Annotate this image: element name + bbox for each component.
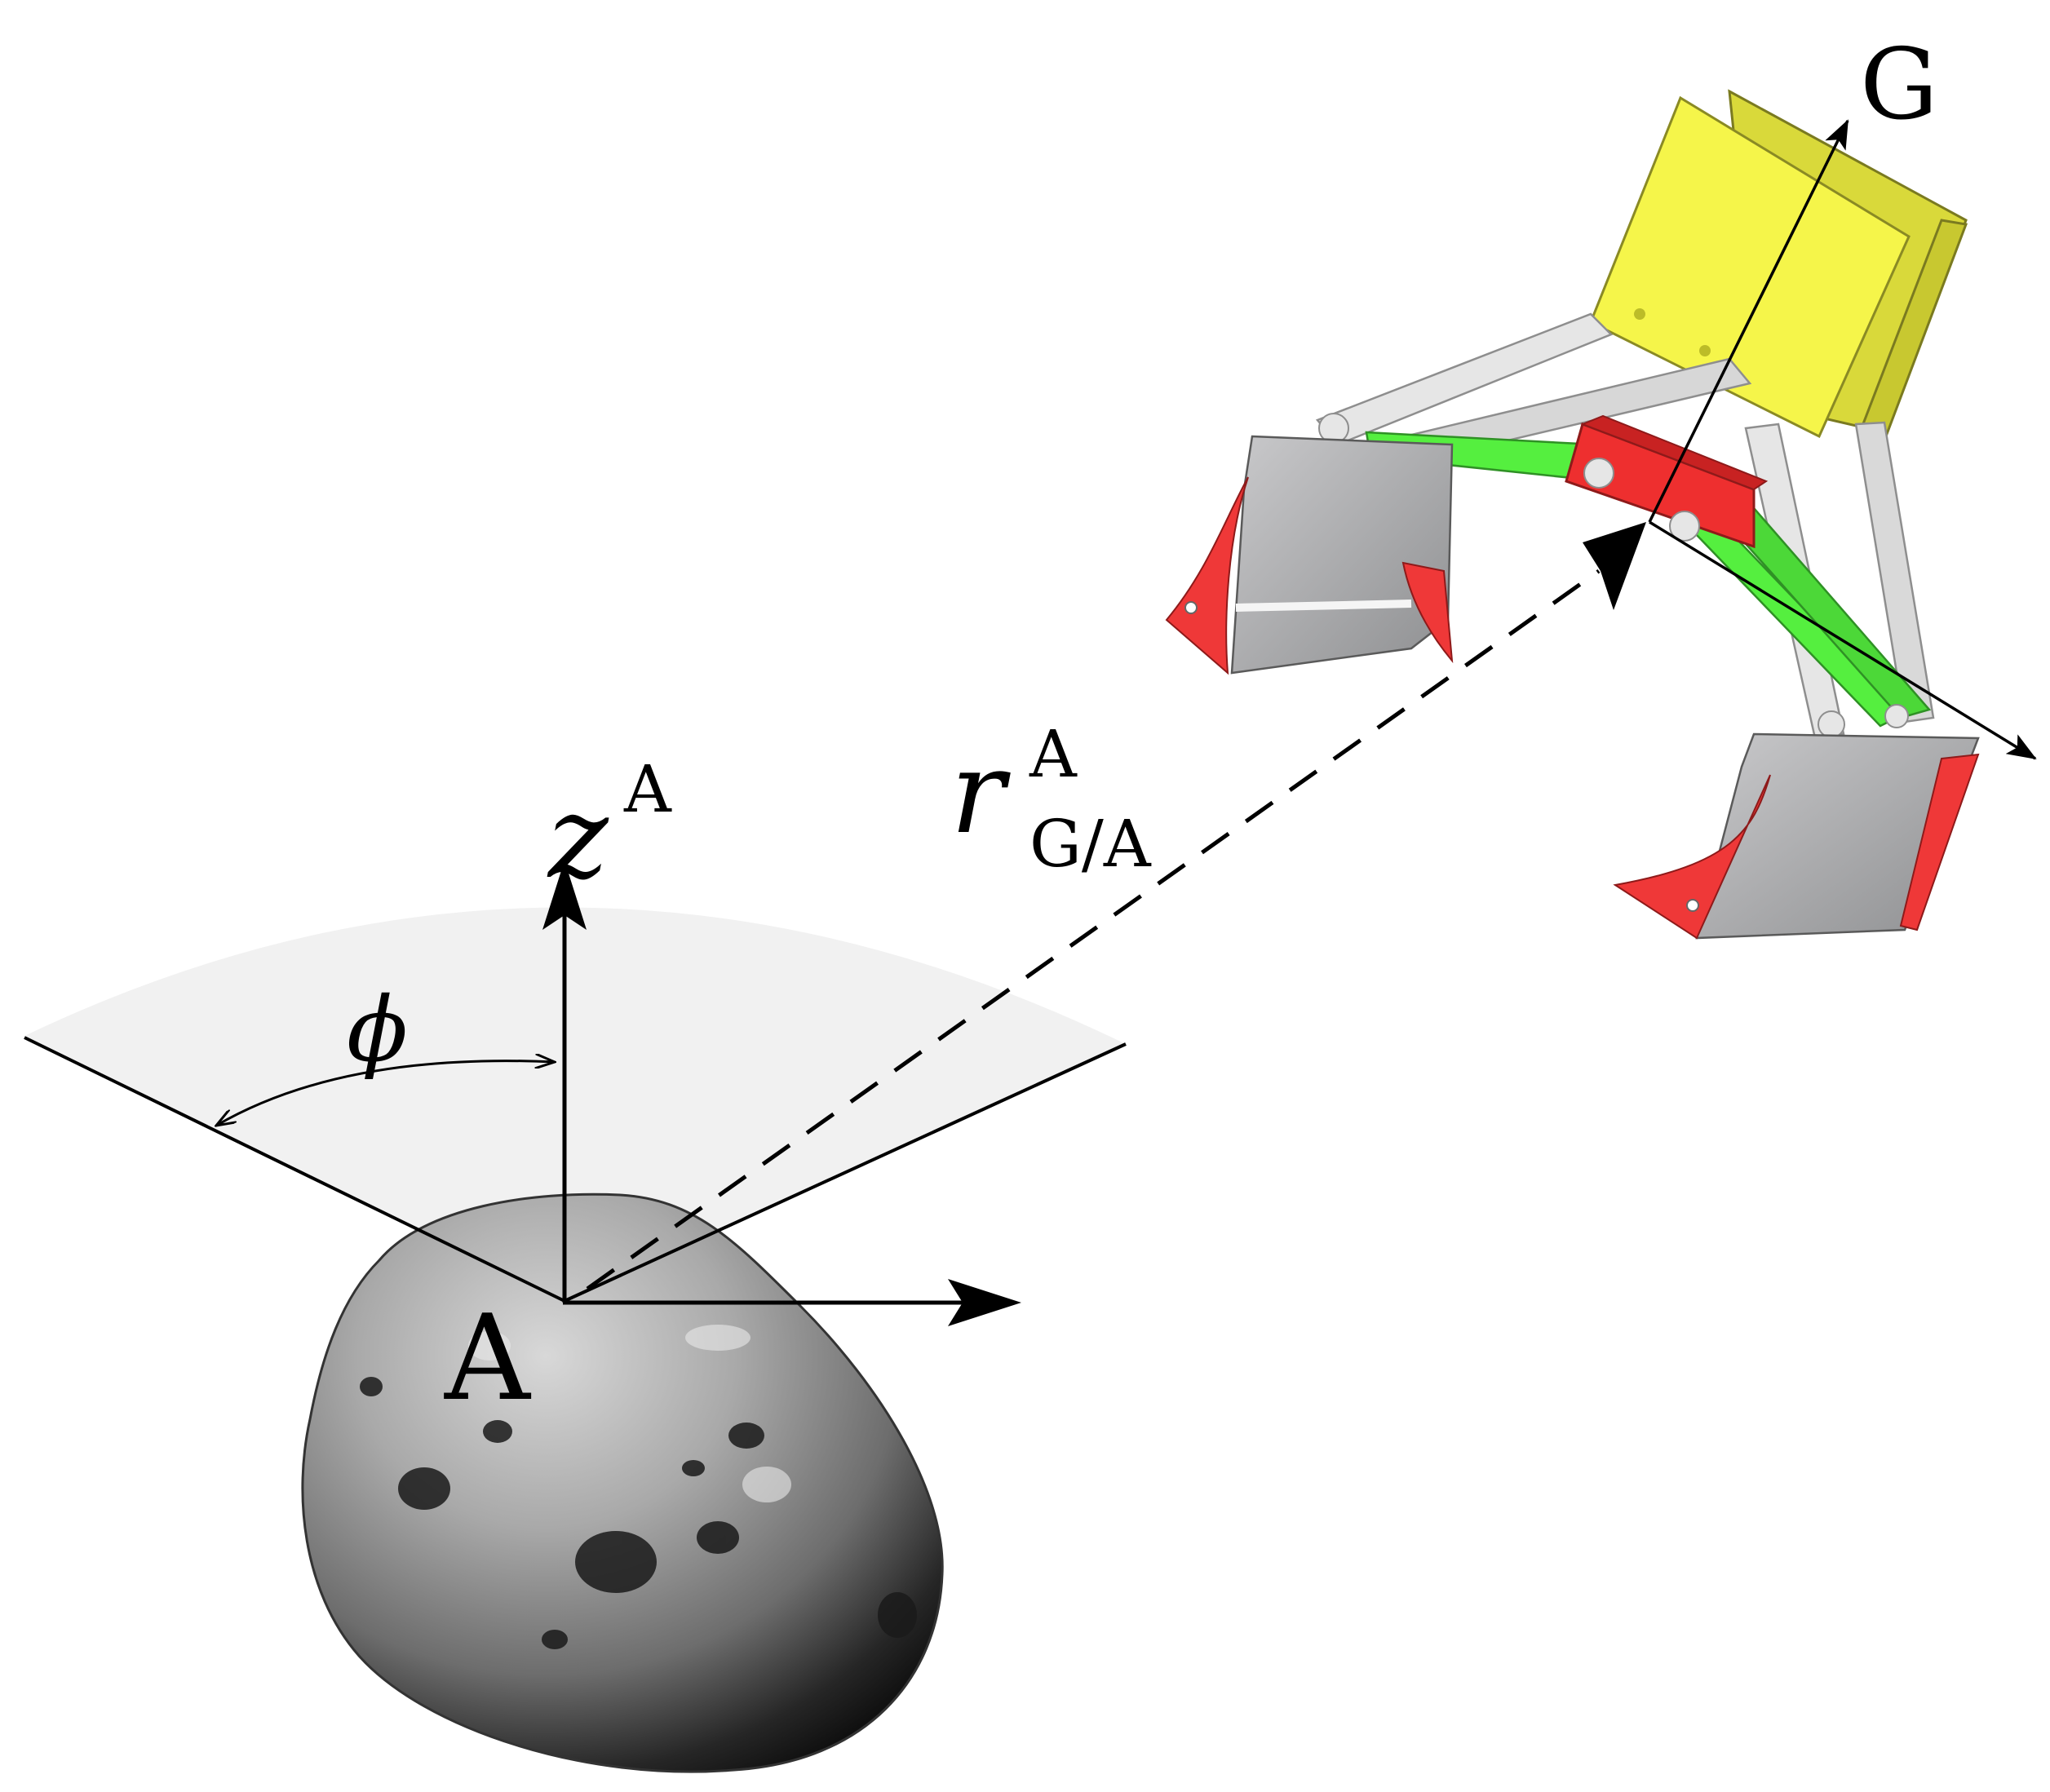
gripper — [1165, 89, 1980, 940]
crater — [878, 1592, 917, 1638]
g-axis-vertical — [1648, 119, 1849, 523]
cone-edge-left — [24, 1036, 565, 1303]
bolt — [1634, 308, 1645, 320]
z-axis-arrowhead — [542, 861, 587, 930]
bolt — [1184, 601, 1198, 614]
gripper-tip-right — [1613, 774, 1771, 940]
angle-arc — [216, 1061, 555, 1126]
angle-cone — [24, 907, 1126, 1301]
gripper-tip-right — [1899, 753, 1980, 931]
position-vector-arrowhead — [1583, 522, 1646, 610]
label-z-axis: z A — [547, 751, 672, 905]
bolt — [1699, 345, 1711, 356]
joint — [1884, 704, 1909, 728]
gripper-bucket-left — [1230, 435, 1454, 675]
joint — [1583, 458, 1614, 489]
g-axis-horizontal — [1649, 520, 2037, 760]
crater — [728, 1423, 764, 1449]
crater — [542, 1630, 568, 1649]
joint — [1818, 710, 1845, 738]
gripper-body-front — [1589, 95, 1911, 439]
label-vector-sup: A — [1029, 716, 1078, 792]
crater — [398, 1467, 450, 1510]
position-vector — [586, 569, 1601, 1291]
cone-edge-right — [564, 1042, 1127, 1303]
joint — [1669, 511, 1700, 542]
crater — [575, 1531, 657, 1593]
gripper-tip-left — [1401, 561, 1454, 664]
label-vector-sub: G/A — [1029, 806, 1152, 882]
bolt — [1686, 899, 1699, 912]
crater — [697, 1521, 739, 1554]
label-origin: A — [444, 1290, 532, 1427]
label-angle: ϕ — [347, 977, 408, 1082]
label-vector-base: r — [950, 727, 1011, 860]
crater-highlight — [742, 1467, 791, 1502]
asteroid-body — [301, 1192, 944, 1773]
crater — [360, 1377, 383, 1396]
crater — [682, 1460, 705, 1476]
cone-sector-fill — [24, 907, 1126, 1301]
gripper-arm — [1854, 421, 1935, 723]
label-vector: r A G/A — [950, 716, 1152, 882]
label-z-axis-base: z — [547, 772, 609, 905]
label-gripper: G — [1860, 29, 1938, 142]
crater-highlight — [685, 1325, 750, 1351]
label-z-axis-sup: A — [623, 751, 672, 827]
gripper-hub-top — [1580, 414, 1769, 491]
crater — [483, 1420, 512, 1443]
asteroid — [301, 1192, 944, 1773]
x-axis-arrowhead — [948, 1279, 1021, 1326]
bucket-rim — [1235, 600, 1412, 612]
gripper-tip-left — [1165, 476, 1249, 675]
crater-highlight — [468, 1331, 511, 1361]
